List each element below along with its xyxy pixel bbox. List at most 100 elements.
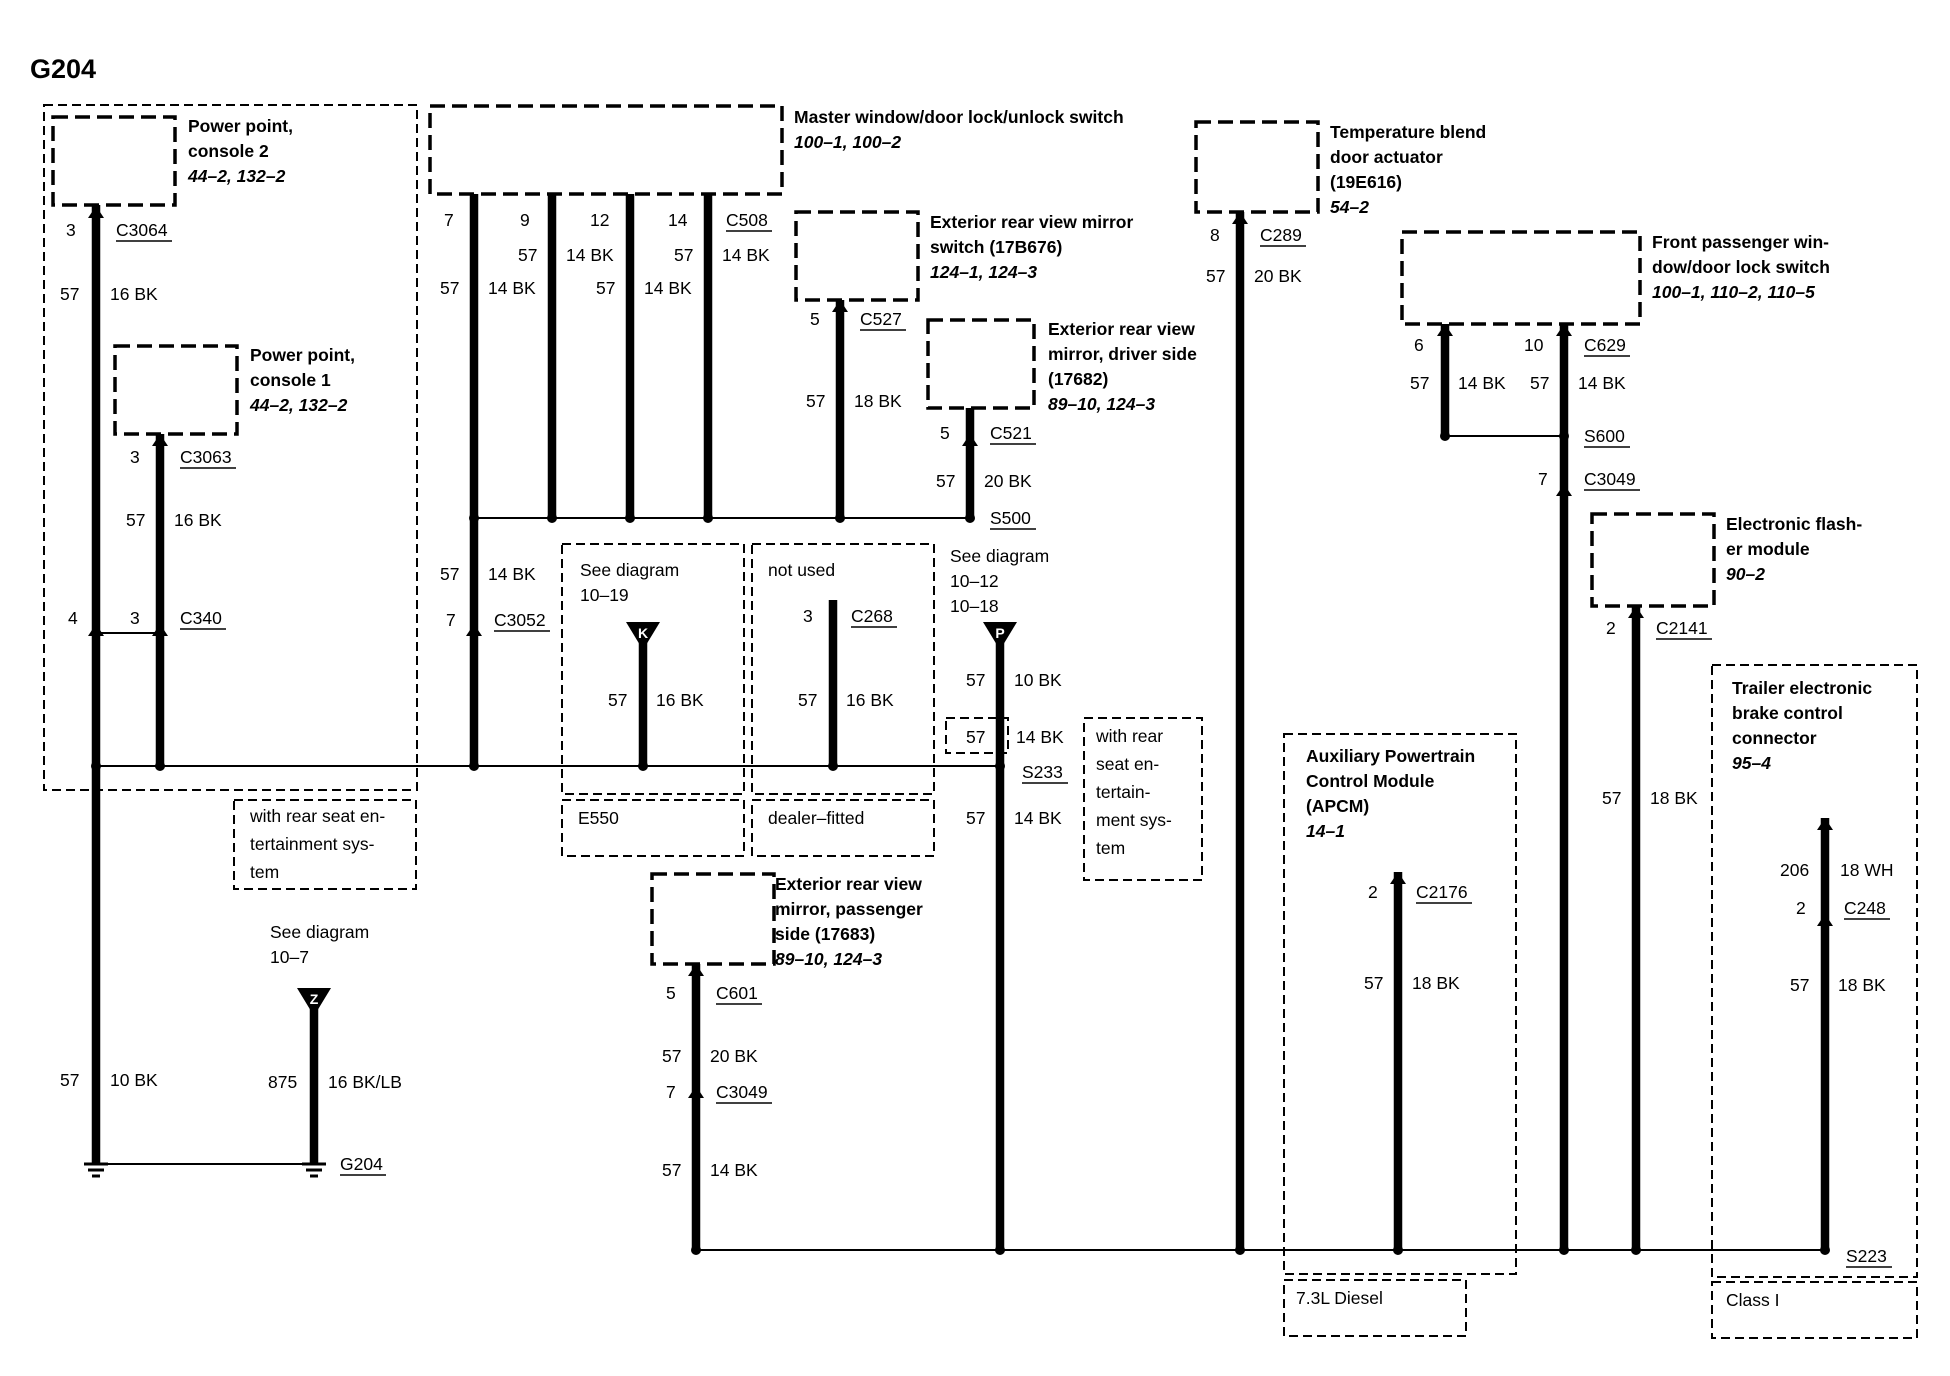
svg-text:3: 3 xyxy=(130,447,140,467)
svg-text:57: 57 xyxy=(60,1070,79,1090)
svg-text:Exterior rear view mirror: Exterior rear view mirror xyxy=(930,212,1133,232)
svg-text:20 BK: 20 BK xyxy=(1254,266,1302,286)
see-diagram-p-text: See diagram 10–12 10–18 xyxy=(950,546,1049,616)
connector-c248: C248 xyxy=(1844,898,1886,918)
svg-text:89–10, 124–3: 89–10, 124–3 xyxy=(1048,394,1155,414)
front-passenger-switch-box xyxy=(1400,230,1642,326)
diagram-title: G204 xyxy=(30,54,96,84)
svg-text:18 BK: 18 BK xyxy=(1838,975,1886,995)
svg-text:57: 57 xyxy=(1364,973,1383,993)
connector-c521: C521 xyxy=(990,423,1032,443)
connector-arrow-icon xyxy=(152,434,168,446)
svg-text:door actuator: door actuator xyxy=(1330,147,1443,167)
temp-blend-label: Temperature blend door actuator (19E616)… xyxy=(1330,122,1486,217)
svg-text:console 1: console 1 xyxy=(250,370,331,390)
splice-s223: S223 xyxy=(1846,1246,1887,1266)
svg-text:14 BK: 14 BK xyxy=(644,278,692,298)
svg-text:20 BK: 20 BK xyxy=(984,471,1032,491)
svg-text:10 BK: 10 BK xyxy=(1014,670,1062,690)
splice-dot xyxy=(995,1245,1005,1255)
splice-dot xyxy=(835,513,845,523)
svg-text:18 WH: 18 WH xyxy=(1840,860,1893,880)
svg-text:206: 206 xyxy=(1780,860,1809,880)
connector-arrow-icon xyxy=(1628,606,1644,618)
svg-text:18 BK: 18 BK xyxy=(1650,788,1698,808)
svg-text:Exterior rear view: Exterior rear view xyxy=(1048,319,1195,339)
mirror-switch-label: Exterior rear view mirror switch (17B676… xyxy=(930,212,1133,282)
mirror-switch-box xyxy=(794,210,920,302)
front-passenger-switch-label: Front passenger win- dow/door lock switc… xyxy=(1652,232,1830,302)
svg-text:console 2: console 2 xyxy=(188,141,269,161)
svg-text:14 BK: 14 BK xyxy=(566,245,614,265)
see-diagram-z-icon xyxy=(297,988,331,1016)
mirror-driver-box xyxy=(926,318,1036,410)
dealer-fitted-note: dealer–fitted xyxy=(768,808,864,828)
connector-arrow-icon xyxy=(832,300,848,312)
e550-group-box xyxy=(561,543,745,795)
svg-text:Electronic flash-: Electronic flash- xyxy=(1726,514,1862,534)
svg-text:10–12: 10–12 xyxy=(950,571,999,591)
splice-dot xyxy=(1631,1245,1641,1255)
svg-text:with rear seat en-: with rear seat en- xyxy=(249,806,385,826)
svg-text:er module: er module xyxy=(1726,539,1810,559)
svg-text:seat en-: seat en- xyxy=(1096,754,1159,774)
svg-text:Temperature blend: Temperature blend xyxy=(1330,122,1486,142)
splice-dot xyxy=(469,513,479,523)
svg-text:6: 6 xyxy=(1414,335,1424,355)
rse-right-option-box xyxy=(1083,717,1203,881)
svg-text:Control Module: Control Module xyxy=(1306,771,1435,791)
svg-text:57: 57 xyxy=(440,278,459,298)
connector-arrow-icon xyxy=(688,1086,704,1098)
splice-s233: S233 xyxy=(1022,762,1063,782)
dealer-group-box xyxy=(751,543,935,795)
e550-option-box xyxy=(561,799,745,857)
svg-text:20 BK: 20 BK xyxy=(710,1046,758,1066)
svg-text:57: 57 xyxy=(662,1046,681,1066)
svg-text:14 BK: 14 BK xyxy=(488,278,536,298)
dealer-option-box xyxy=(751,799,935,857)
svg-text:100–1, 100–2: 100–1, 100–2 xyxy=(794,132,901,152)
splice-dot xyxy=(1559,431,1569,441)
splice-dot xyxy=(995,761,1005,771)
svg-text:57: 57 xyxy=(966,808,985,828)
rse-right-note: with rear seat en- tertain- ment sys- te… xyxy=(1095,726,1172,858)
splice-dot xyxy=(1559,1245,1569,1255)
svg-text:tem: tem xyxy=(1096,838,1125,858)
rse-small-box xyxy=(945,717,1009,754)
svg-text:dow/door lock switch: dow/door lock switch xyxy=(1652,257,1830,277)
svg-text:16 BK/LB: 16 BK/LB xyxy=(328,1072,402,1092)
svg-text:10: 10 xyxy=(1524,335,1544,355)
temp-blend-actuator-box xyxy=(1194,120,1320,214)
connector-arrow-icon xyxy=(1232,212,1248,224)
svg-text:16 BK: 16 BK xyxy=(110,284,158,304)
svg-text:5: 5 xyxy=(810,309,820,329)
ground-icon xyxy=(302,1162,326,1178)
connector-c2141: C2141 xyxy=(1656,618,1708,638)
svg-text:tertain-: tertain- xyxy=(1096,782,1151,802)
svg-text:Exterior rear view: Exterior rear view xyxy=(775,874,922,894)
master-window-switch-box xyxy=(428,104,784,196)
svg-text:See diagram: See diagram xyxy=(270,922,369,942)
mirror-driver-label: Exterior rear view mirror, driver side (… xyxy=(1048,319,1197,414)
pin-numbers: 3 3 4 3 7 9 12 14 7 5 5 3 5 7 8 6 10 7 2… xyxy=(66,210,1809,1102)
e550-note: E550 xyxy=(578,808,619,828)
connector-arrow-icon xyxy=(1556,484,1572,496)
splice-dot xyxy=(691,1245,701,1255)
svg-text:95–4: 95–4 xyxy=(1732,753,1771,773)
svg-text:12: 12 xyxy=(590,210,609,230)
splice-dot xyxy=(469,761,479,771)
see-diagram-p-letter: P xyxy=(995,625,1004,641)
connector-c289: C289 xyxy=(1260,225,1302,245)
svg-text:14 BK: 14 BK xyxy=(722,245,770,265)
apcm-label: Auxiliary Powertrain Control Module (APC… xyxy=(1306,746,1475,841)
svg-text:3: 3 xyxy=(803,606,813,626)
svg-text:57: 57 xyxy=(596,278,615,298)
rse-left-option-box xyxy=(233,799,417,890)
connector-arrow-icon xyxy=(1437,324,1453,336)
svg-text:tertainment sys-: tertainment sys- xyxy=(250,834,375,854)
see-diagram-k-icon xyxy=(626,622,660,650)
svg-text:5: 5 xyxy=(940,423,950,443)
connector-c527: C527 xyxy=(860,309,902,329)
svg-text:89–10, 124–3: 89–10, 124–3 xyxy=(775,949,882,969)
